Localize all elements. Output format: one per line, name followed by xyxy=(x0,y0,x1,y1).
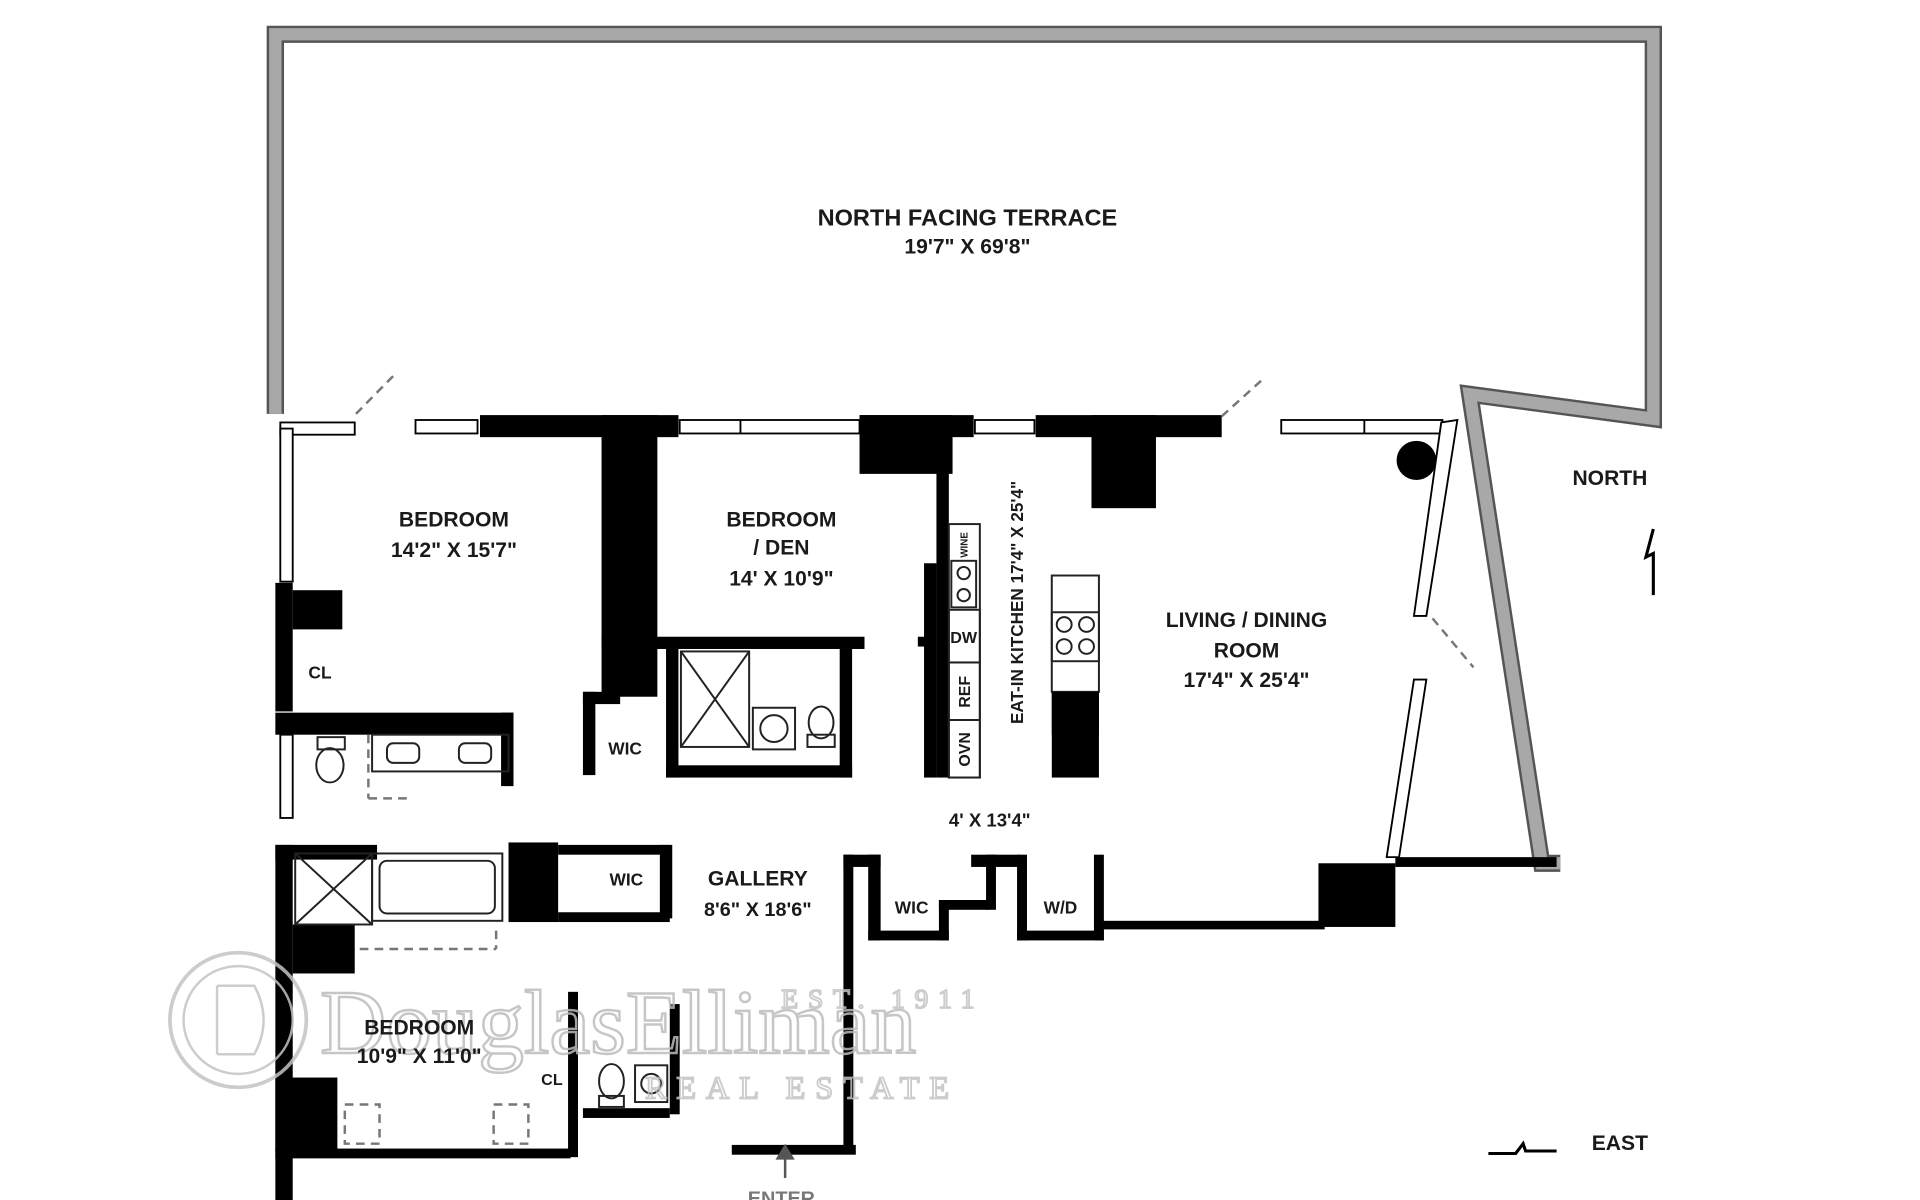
north-label: NORTH xyxy=(1572,467,1647,490)
closet-label-2: CL xyxy=(541,1071,563,1089)
oven-label: OVN xyxy=(956,732,974,766)
small-labels: CL WIC WIC WIC W/D CL DW REF OVN WINE xyxy=(308,532,1077,1089)
watermark-est: EST. 1911 xyxy=(781,984,984,1014)
wine-label: WINE xyxy=(959,532,970,558)
washer-dryer-label: W/D xyxy=(1044,898,1078,918)
room-labels: NORTH FACING TERRACE 19'7" X 69'8" BEDRO… xyxy=(357,204,1328,1067)
wic-label-2: WIC xyxy=(609,869,643,889)
bedroom2-name: BEDROOM xyxy=(364,1017,474,1040)
living-name-line1: LIVING / DINING xyxy=(1166,609,1328,632)
compass-markers xyxy=(1488,528,1655,1155)
refrigerator-label: REF xyxy=(956,676,974,708)
gallery-name: GALLERY xyxy=(708,867,808,890)
windows xyxy=(279,418,1459,859)
living-name-line2: ROOM xyxy=(1214,640,1280,663)
enter-label: ENTER xyxy=(748,1188,815,1200)
watermark-brand: DouglasElliman xyxy=(320,973,916,1073)
watermark: DouglasElliman EST. 1911 REAL ESTATE xyxy=(168,950,984,1106)
doors xyxy=(343,371,1475,1145)
terrace-dims: 19'7" X 69'8" xyxy=(904,236,1030,259)
entry-arrow xyxy=(775,1143,795,1178)
fixtures xyxy=(294,523,1100,1108)
closet-label-1: CL xyxy=(308,662,331,682)
column-dot xyxy=(1396,440,1437,480)
den-name-line2: / DEN xyxy=(753,537,809,560)
dishwasher-label: DW xyxy=(950,629,978,647)
watermark-sub: REAL ESTATE xyxy=(645,1070,959,1106)
bedroom2-dims: 10'9" X 11'0" xyxy=(357,1045,482,1068)
kitchen-label: EAT-IN KITCHEN 17'4" X 25'4" xyxy=(1007,481,1027,724)
den-dims: 14' X 10'9" xyxy=(729,567,833,590)
den-name-line1: BEDROOM xyxy=(726,509,836,532)
terrace-name: NORTH FACING TERRACE xyxy=(818,204,1118,230)
wic-label-1: WIC xyxy=(608,738,642,758)
living-dims: 17'4" X 25'4" xyxy=(1183,669,1309,692)
gallery-dims: 8'6" X 18'6" xyxy=(704,899,812,921)
watermark-logo-icon xyxy=(168,950,309,1090)
wic-label-3: WIC xyxy=(895,898,929,918)
bedroom1-name: BEDROOM xyxy=(399,509,509,532)
east-label: EAST xyxy=(1592,1132,1648,1155)
corridor-dims: 4' X 13'4" xyxy=(949,810,1031,831)
bedroom1-dims: 14'2" X 15'7" xyxy=(391,539,517,562)
island-base xyxy=(1051,691,1099,735)
